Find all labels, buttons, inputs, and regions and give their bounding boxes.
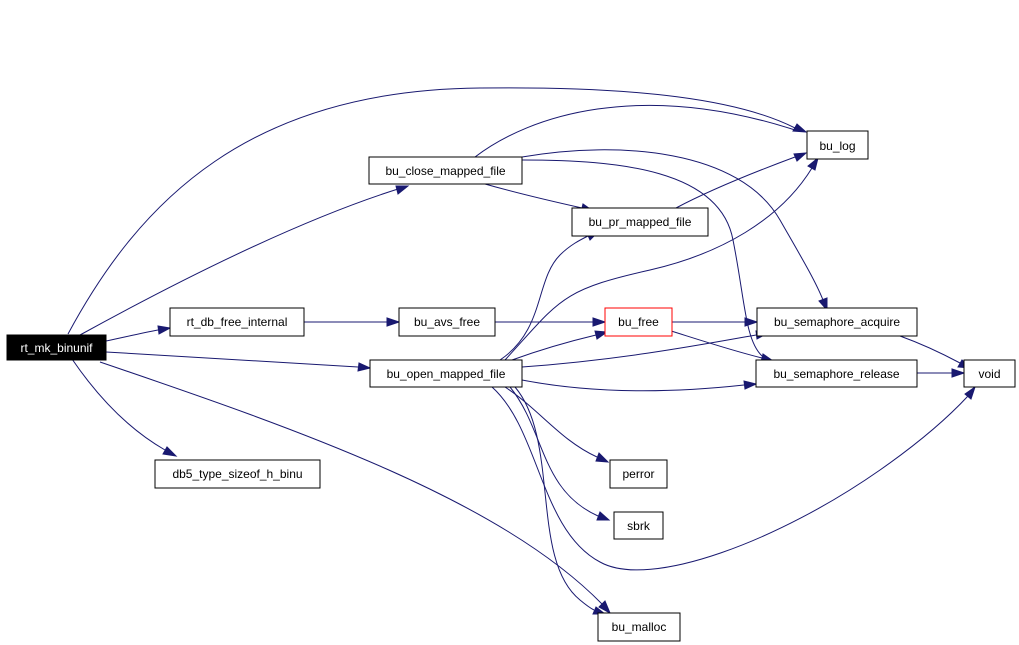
- node-rt-mk-binunif[interactable]: rt_mk_binunif: [6, 334, 107, 361]
- edge-bu-close-mapped-file-to-bu-log: [474, 104, 796, 158]
- node-bu-log[interactable]: bu_log: [806, 130, 869, 160]
- arrow-bu-close-mapped-file: [395, 185, 410, 195]
- node-perror-box: [609, 459, 668, 489]
- node-bu-malloc[interactable]: bu_malloc: [597, 612, 681, 642]
- arrow-bu-semaphore-release-2: [743, 380, 758, 390]
- nodes: rt_mk_binunif bu_close_mapped_file bu_lo…: [6, 130, 1016, 642]
- edge-bu-close-mapped-file-to-bu-semaphore-acquire: [521, 149, 824, 301]
- node-bu-open-mapped-file[interactable]: bu_open_mapped_file: [369, 359, 523, 388]
- node-bu-free-box: [604, 307, 673, 337]
- edge-rt-mk-binunif-to-db5: [71, 358, 166, 451]
- node-bu-semaphore-acquire-label: bu_semaphore_acquire: [774, 315, 900, 329]
- node-bu-pr-mapped-file-box: [571, 207, 709, 237]
- edge-bu-close-mapped-file-to-bu-pr-mapped-file: [484, 183, 583, 209]
- node-bu-avs-free-label: bu_avs_free: [414, 315, 480, 329]
- edge-bu-open-mapped-file-to-void: [491, 386, 969, 571]
- arrow-bu-open-mapped-file: [357, 362, 372, 372]
- node-bu-open-mapped-file-box: [369, 359, 523, 388]
- edge-bu-open-mapped-file-to-perror: [504, 386, 598, 458]
- arrow-bu-semaphore-acquire-2: [744, 317, 759, 327]
- node-bu-pr-mapped-file[interactable]: bu_pr_mapped_file: [571, 207, 709, 237]
- node-sbrk-box: [613, 511, 664, 540]
- arrow-bu-free-1: [592, 317, 607, 327]
- arrow-rt-db-free-internal: [157, 325, 172, 335]
- node-bu-semaphore-release[interactable]: bu_semaphore_release: [755, 359, 918, 388]
- node-rt-db-free-internal-box: [169, 307, 305, 337]
- edge-rt-mk-binunif-to-bu-close-mapped-file: [79, 188, 399, 336]
- edge-bu-semaphore-acquire-to-void: [899, 335, 961, 364]
- edge-bu-open-mapped-file-to-bu-pr-mapped-file: [499, 235, 589, 361]
- arrow-bu-avs-free: [386, 317, 401, 327]
- arrow-sbrk: [596, 511, 611, 521]
- node-bu-malloc-label: bu_malloc: [612, 620, 667, 634]
- node-bu-malloc-box: [597, 612, 681, 642]
- edge-bu-open-mapped-file-to-sbrk: [509, 386, 599, 517]
- arrow-db5: [162, 446, 178, 457]
- edge-bu-open-mapped-file-to-bu-semaphore-release: [521, 379, 745, 392]
- node-void-box: [963, 359, 1016, 388]
- arrow-void-1: [964, 385, 976, 400]
- edge-rt-mk-binunif-to-bu-malloc: [99, 361, 603, 605]
- node-db5-type-sizeof-h-binu[interactable]: db5_type_sizeof_h_binu: [154, 459, 321, 489]
- node-bu-close-mapped-file-label: bu_close_mapped_file: [385, 164, 505, 178]
- node-bu-close-mapped-file[interactable]: bu_close_mapped_file: [368, 156, 523, 185]
- node-db5-type-sizeof-h-binu-box: [154, 459, 321, 489]
- arrow-perror: [595, 452, 610, 463]
- node-bu-semaphore-acquire-box: [756, 307, 918, 337]
- node-bu-semaphore-acquire[interactable]: bu_semaphore_acquire: [756, 307, 918, 337]
- node-bu-log-label: bu_log: [819, 139, 855, 153]
- node-sbrk[interactable]: sbrk: [613, 511, 664, 540]
- edge-bu-open-mapped-file-to-bu-malloc: [514, 386, 595, 611]
- arrow-bu-log-2: [793, 152, 808, 162]
- arrow-bu-malloc-1: [598, 600, 612, 615]
- edge-bu-open-mapped-file-to-bu-log: [504, 167, 813, 361]
- node-bu-log-box: [806, 130, 869, 160]
- edge-bu-close-mapped-file-to-bu-semaphore-release: [521, 159, 763, 357]
- node-rt-db-free-internal[interactable]: rt_db_free_internal: [169, 307, 305, 337]
- edge-bu-open-mapped-file-to-bu-free: [511, 334, 597, 361]
- edge-rt-mk-binunif-to-bu-open-mapped-file: [105, 351, 359, 368]
- node-bu-free[interactable]: bu_free: [604, 307, 673, 337]
- node-bu-close-mapped-file-box: [368, 156, 523, 185]
- arrow-void-3: [951, 368, 966, 378]
- arrow-bu-free-2: [594, 330, 609, 340]
- node-sbrk-label: sbrk: [627, 519, 651, 533]
- node-rt-mk-binunif-box: [6, 334, 107, 361]
- node-db5-type-sizeof-h-binu-label: db5_type_sizeof_h_binu: [172, 467, 302, 481]
- node-rt-db-free-internal-label: rt_db_free_internal: [187, 315, 288, 329]
- node-perror[interactable]: perror: [609, 459, 668, 489]
- arrow-bu-log-3: [807, 156, 819, 171]
- node-bu-avs-free[interactable]: bu_avs_free: [398, 307, 496, 337]
- node-bu-pr-mapped-file-label: bu_pr_mapped_file: [589, 215, 692, 229]
- arrow-bu-semaphore-acquire-1: [818, 297, 828, 312]
- node-bu-open-mapped-file-label: bu_open_mapped_file: [387, 367, 506, 381]
- node-perror-label: perror: [622, 467, 654, 481]
- node-bu-avs-free-box: [398, 307, 496, 337]
- edge-bu-free-to-bu-semaphore-release: [667, 329, 763, 359]
- node-void-label: void: [978, 367, 1000, 381]
- edge-bu-open-mapped-file-to-bu-semaphore-acquire: [521, 334, 757, 368]
- node-bu-semaphore-release-box: [755, 359, 918, 388]
- edge-rt-mk-binunif-to-rt-db-free-internal: [105, 329, 159, 342]
- edge-bu-pr-mapped-file-to-bu-log: [675, 156, 796, 209]
- node-bu-free-label: bu_free: [618, 315, 659, 329]
- edge-rt-mk-binunif-to-bu-log: [67, 87, 796, 335]
- arrow-bu-log-1: [792, 123, 808, 133]
- node-rt-mk-binunif-label: rt_mk_binunif: [20, 341, 93, 355]
- node-void[interactable]: void: [963, 359, 1016, 388]
- node-bu-semaphore-release-label: bu_semaphore_release: [773, 367, 899, 381]
